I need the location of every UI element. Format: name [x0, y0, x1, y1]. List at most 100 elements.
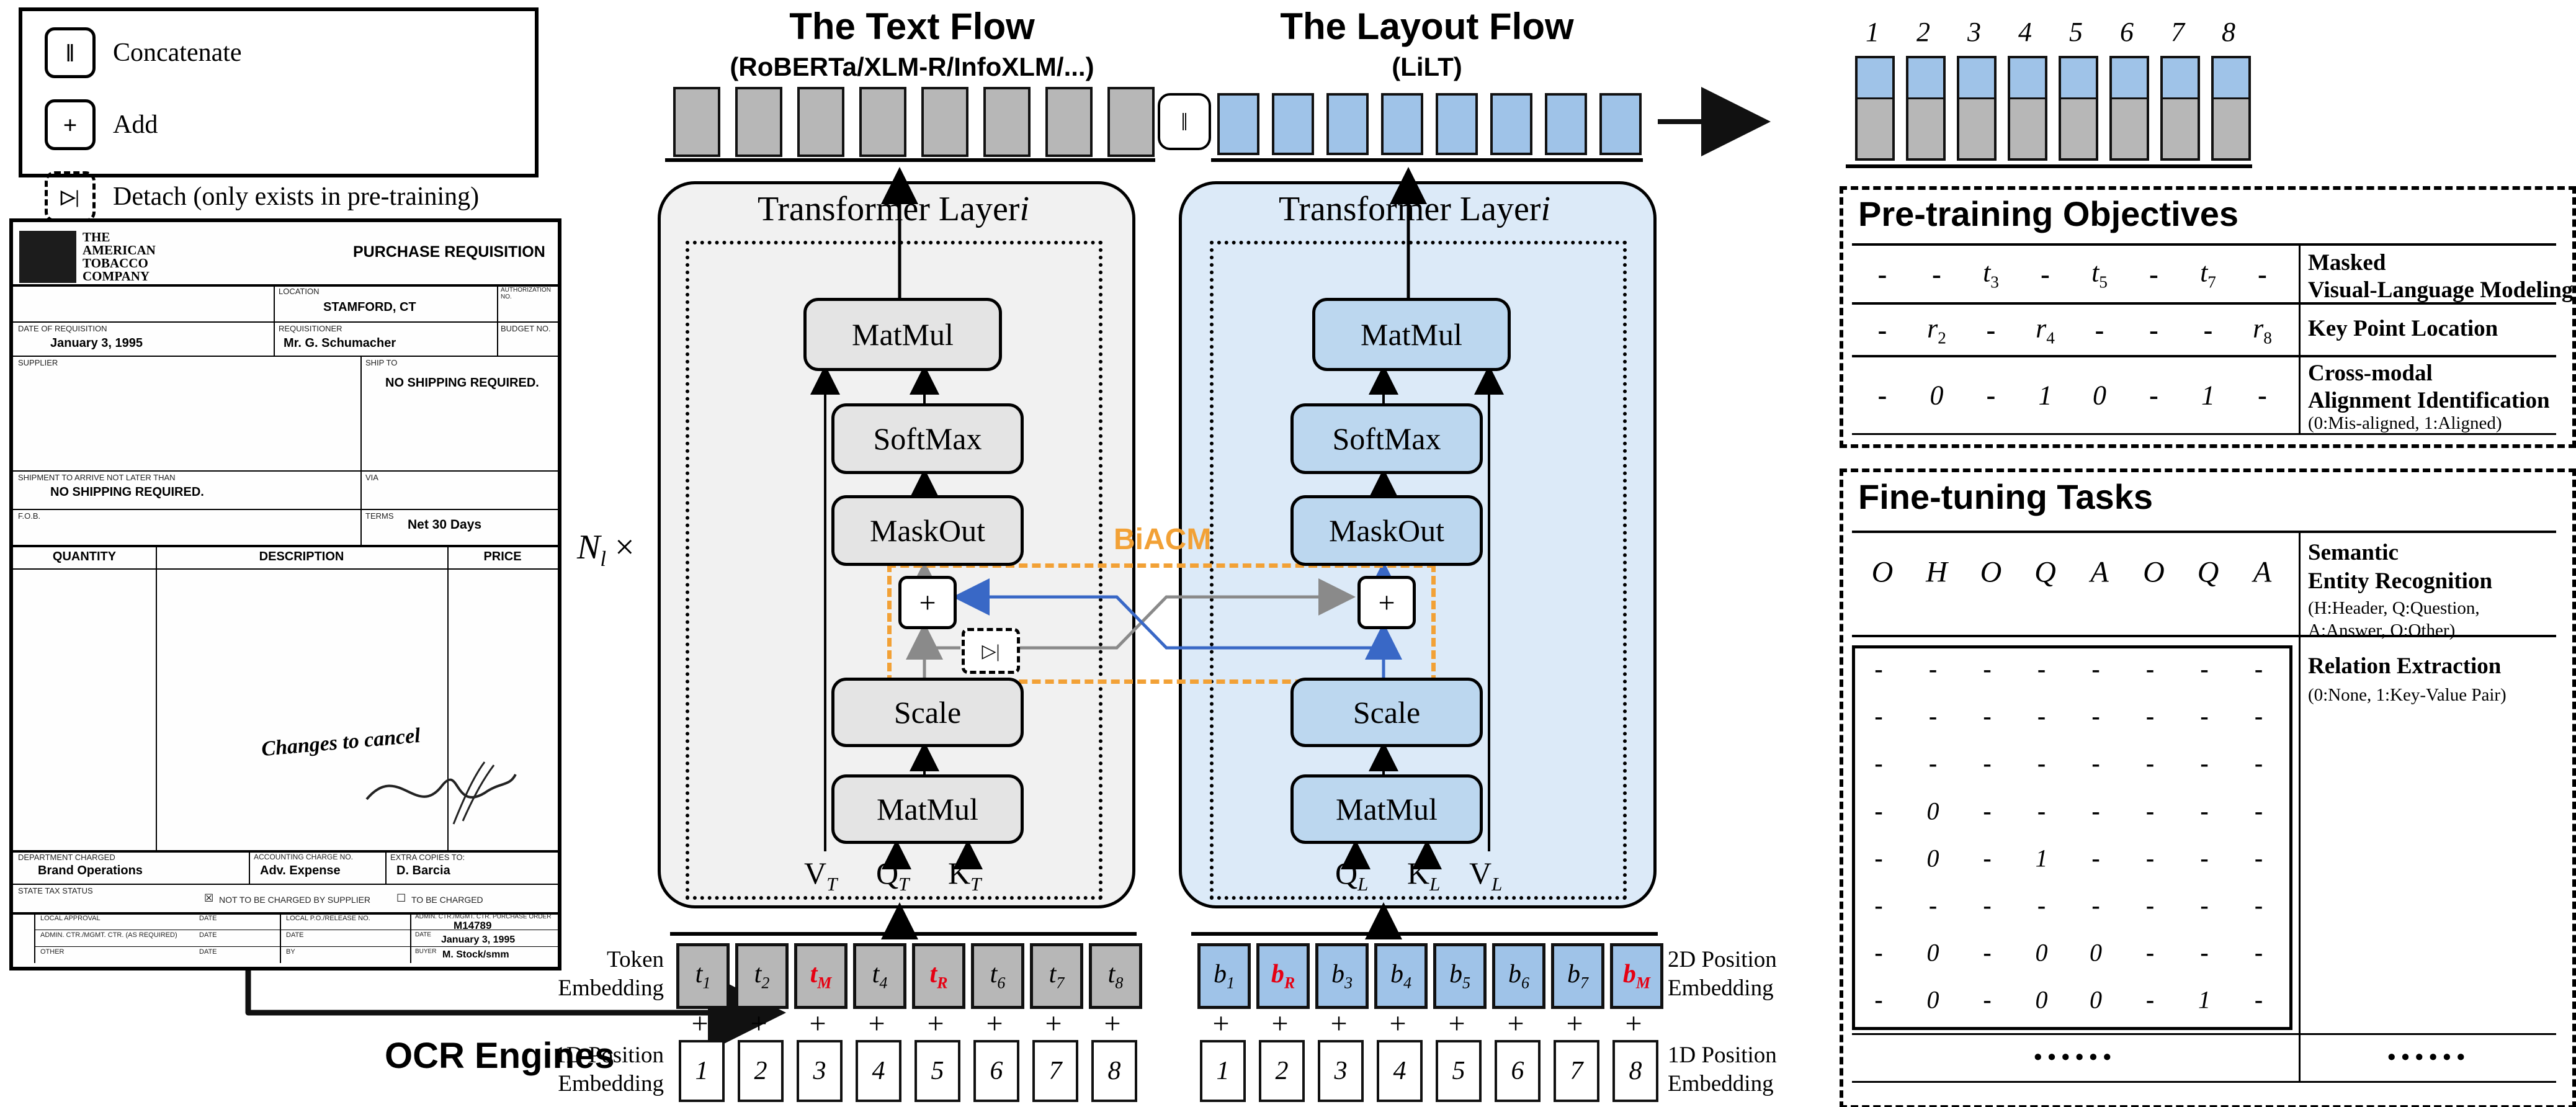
output-index: 1: [1866, 17, 1879, 47]
ser-cell: O: [2143, 555, 2165, 589]
checkbox-empty: ☐: [396, 892, 406, 904]
finetuning-panel: [1840, 468, 2576, 1107]
token-embedding-box: b4: [1374, 943, 1428, 1009]
token-embedding-box: t8: [1089, 943, 1142, 1009]
pretraining-cell: -: [2149, 315, 2158, 346]
company-logo: [19, 231, 76, 283]
re-matrix-cell: -: [2200, 891, 2209, 920]
token-embedding-box: b7: [1551, 943, 1604, 1009]
plus-sign: +: [1212, 1007, 1230, 1040]
finetuning-title: Fine-tuning Tasks: [1858, 477, 2153, 516]
output-bar-text-part: [2059, 97, 2098, 161]
re-matrix-cell: -: [1874, 655, 1883, 683]
pretraining-cell: -: [1986, 315, 1996, 346]
re-matrix-cell: 0: [1926, 797, 1939, 825]
pretraining-cell: t5: [2091, 257, 2108, 292]
ser-cell: Q: [2197, 555, 2219, 589]
token-embedding-box: t4: [853, 943, 906, 1009]
legend-label: Concatenate: [113, 38, 242, 67]
token-embedding-box: t2: [735, 943, 789, 1009]
output-index: 2: [1916, 17, 1930, 47]
re-matrix-cell: -: [2254, 749, 2263, 778]
pretraining-cell: r4: [2036, 313, 2055, 347]
re-matrix-cell: -: [1874, 844, 1883, 872]
text-add-node: +: [898, 576, 957, 629]
re-matrix-cell: -: [1874, 797, 1883, 825]
re-matrix-cell: -: [1928, 749, 1938, 778]
text-layer-title: Transformer Layer i: [757, 190, 1030, 228]
signature: [365, 761, 517, 825]
ser-cell: O: [1871, 555, 1894, 589]
pretraining-cell: 0: [1930, 380, 1944, 411]
re-matrix-cell: -: [1983, 985, 1992, 1014]
pretraining-title: Pre-training Objectives: [1858, 194, 2239, 233]
position-embedding-box: 4: [1377, 1040, 1423, 1102]
layout-input-bar: [1381, 93, 1423, 155]
pretraining-cell: -: [2095, 315, 2104, 346]
legend-label: Add: [113, 110, 158, 139]
pretraining-cell: r2: [1927, 313, 1946, 347]
layout-input-bar: [1272, 93, 1314, 155]
biacm-label: BiACM: [1114, 523, 1212, 556]
layout-add-node: +: [1357, 576, 1416, 629]
ser-cell: A: [2090, 555, 2109, 589]
re-note: (0:None, 1:Key-Value Pair): [2308, 685, 2507, 705]
output-bar-text-part: [1855, 97, 1895, 161]
layout-input-bar: [1217, 93, 1259, 155]
pretraining-cell: t3: [1983, 257, 1999, 292]
re-matrix-cell: -: [2091, 844, 2100, 872]
re-matrix-cell: -: [2091, 749, 2100, 778]
layout-flow-title: The Layout Flow: [1280, 6, 1574, 47]
plus-sign: +: [1625, 1007, 1642, 1040]
re-matrix-cell: -: [2037, 655, 2046, 683]
re-matrix-cell: 0: [2090, 985, 2102, 1014]
output-bar-layout-part: [2109, 56, 2149, 100]
relation-matrix-box: [1852, 645, 2292, 1030]
output-index: 4: [2018, 17, 2032, 47]
text-input-bar: [797, 87, 844, 157]
legend-box: ‖Concatenate+Add▷|Detach (only exists in…: [19, 7, 539, 295]
output-bar-layout-part: [2160, 56, 2200, 100]
re-matrix-cell: -: [2145, 702, 2155, 730]
plus-sign: +: [1330, 1007, 1348, 1040]
position-embedding-box: 1: [1200, 1040, 1246, 1102]
text-flow-title: The Text Flow: [789, 6, 1035, 47]
token-embedding-box: bR: [1256, 943, 1310, 1009]
layout-q-label: QL: [1335, 856, 1369, 895]
layout-flow-subtitle: (LiLT): [1392, 52, 1462, 81]
output-bar-layout-part: [1906, 56, 1946, 100]
text-v-label: VT: [804, 856, 838, 895]
concat-icon: ‖: [45, 27, 96, 78]
re-matrix-cell: -: [2200, 655, 2209, 683]
text-input-bar: [983, 87, 1031, 157]
plus-sign: +: [1389, 1007, 1407, 1040]
position-embedding-box: 3: [1318, 1040, 1364, 1102]
re-matrix-cell: -: [2145, 891, 2155, 920]
dots-left: ••••••: [2034, 1044, 2117, 1070]
text-input-bar: [1107, 87, 1155, 157]
add-icon: +: [45, 99, 96, 150]
token-embedding-box: bM: [1610, 943, 1663, 1009]
re-matrix-cell: -: [2091, 797, 2100, 825]
cai-note: (0:Mis-aligned, 1:Aligned): [2308, 413, 2502, 433]
re-matrix-cell: -: [2037, 702, 2046, 730]
position-embedding-box: 7: [1554, 1040, 1599, 1102]
pretraining-cell: -: [1877, 259, 1887, 290]
re-matrix-cell: -: [2200, 844, 2209, 872]
re-matrix-cell: -: [1983, 938, 1992, 967]
layout-input-bar: [1490, 93, 1532, 155]
text-softmax: SoftMax: [831, 403, 1024, 474]
re-matrix-cell: -: [1874, 749, 1883, 778]
re-matrix-cell: -: [2091, 655, 2100, 683]
pretraining-panel: [1840, 186, 2576, 448]
token-embedding-box: b1: [1197, 943, 1251, 1009]
layout-attention-dotted-box: [1210, 241, 1627, 900]
text-scale: Scale: [831, 678, 1024, 747]
plus-sign: +: [1104, 1007, 1121, 1040]
pretraining-cell: 0: [2093, 380, 2106, 411]
